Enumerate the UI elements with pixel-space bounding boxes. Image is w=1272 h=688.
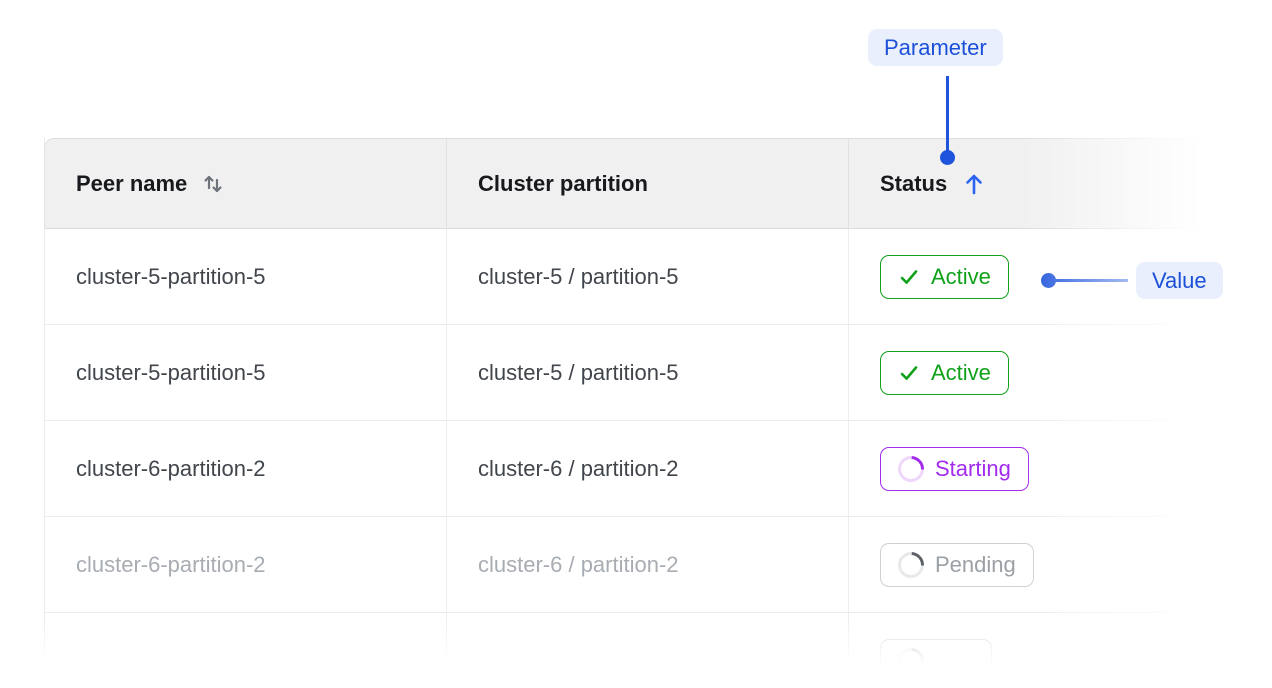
status-badge: Pending bbox=[880, 542, 1034, 587]
peers-table: Peer name Cluster partition Status bbox=[44, 138, 1210, 688]
status-cell: Starting bbox=[848, 421, 1210, 516]
column-header-label: Cluster partition bbox=[478, 170, 648, 196]
column-header-status[interactable]: Status bbox=[848, 139, 1210, 228]
cluster-partition-cell: cluster-6 / partition-2 bbox=[446, 421, 848, 516]
check-icon bbox=[898, 266, 920, 288]
status-cell: Active bbox=[848, 325, 1210, 420]
peer-name-cell: cluster-6-partition-2 bbox=[76, 455, 266, 481]
table-row[interactable]: cluster-6-partition-2 cluster-6 / partit… bbox=[45, 421, 1210, 517]
spinner-icon bbox=[892, 546, 930, 583]
status-label: Starting bbox=[935, 455, 1011, 481]
status-label: Pending bbox=[935, 551, 1016, 577]
peer-name-cell: cluster-5-partition-5 bbox=[76, 359, 266, 385]
status-badge: Active bbox=[880, 254, 1009, 299]
sort-ascending-icon[interactable] bbox=[961, 171, 987, 197]
cluster-partition-cell bbox=[446, 613, 848, 688]
peer-name-cell: cluster-6-partition-2 bbox=[76, 551, 266, 577]
column-header-cluster-partition[interactable]: Cluster partition bbox=[446, 139, 848, 228]
column-header-label: Status bbox=[880, 170, 948, 196]
annotation-parameter: Parameter bbox=[868, 29, 1003, 66]
check-icon bbox=[898, 362, 920, 384]
status-label: Active bbox=[931, 263, 991, 289]
table-row[interactable]: cluster-5-partition-5 cluster-5 / partit… bbox=[45, 325, 1210, 421]
status-cell bbox=[848, 613, 1210, 688]
status-badge: Active bbox=[880, 350, 1009, 395]
status-badge bbox=[880, 638, 992, 683]
column-header-peer-name[interactable]: Peer name bbox=[45, 139, 446, 228]
peer-name-cell: cluster-5-partition-5 bbox=[76, 263, 266, 289]
table-header: Peer name Cluster partition Status bbox=[44, 138, 1210, 229]
table-row[interactable]: cluster-6-partition-2 cluster-6 / partit… bbox=[45, 517, 1210, 613]
status-cell: Pending bbox=[848, 517, 1210, 612]
spinner-icon bbox=[892, 450, 930, 487]
value-connector-line bbox=[1052, 279, 1128, 282]
parameter-connector-line bbox=[946, 76, 949, 152]
status-badge: Starting bbox=[880, 446, 1029, 491]
sort-up-down-icon[interactable] bbox=[201, 172, 225, 196]
parameter-connector-dot bbox=[940, 150, 955, 165]
cluster-partition-cell: cluster-5 / partition-5 bbox=[446, 229, 848, 324]
value-pill: Value bbox=[1136, 262, 1223, 299]
table-row[interactable]: cluster-5-partition-5 cluster-5 / partit… bbox=[45, 229, 1210, 325]
column-header-label: Peer name bbox=[76, 170, 188, 196]
cluster-partition-cell: cluster-5 / partition-5 bbox=[446, 325, 848, 420]
cluster-partition-cell: cluster-6 / partition-2 bbox=[446, 517, 848, 612]
parameter-pill: Parameter bbox=[868, 29, 1003, 66]
annotation-value: Value bbox=[1136, 262, 1223, 299]
status-label: Active bbox=[931, 359, 991, 385]
peer-name-cell bbox=[45, 613, 446, 688]
status-cell: Active bbox=[848, 229, 1210, 324]
spinner-icon bbox=[892, 642, 930, 679]
table-row[interactable] bbox=[45, 613, 1210, 688]
